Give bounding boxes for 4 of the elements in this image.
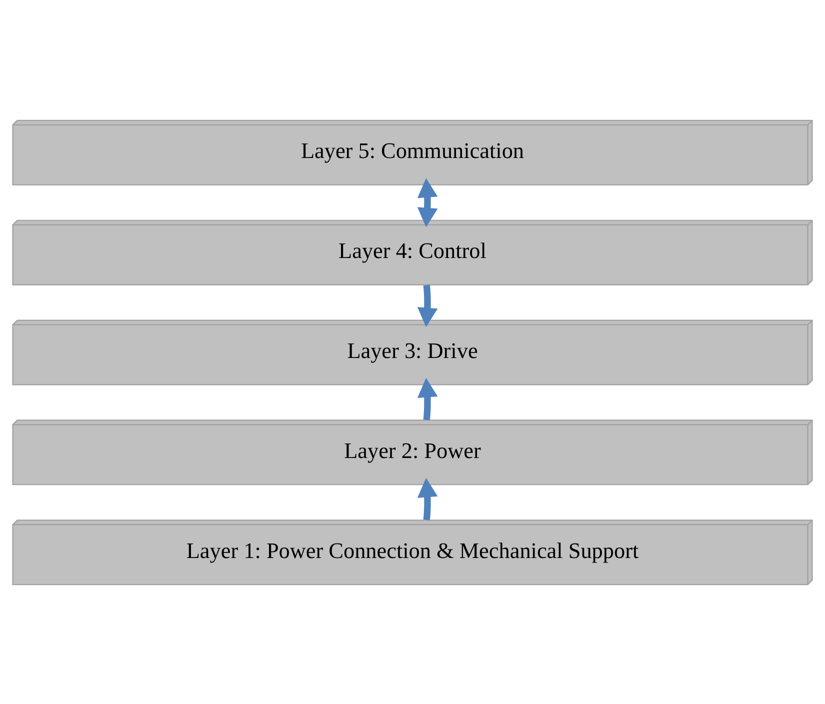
- arrow: [417, 178, 438, 227]
- arrow: [417, 377, 438, 420]
- arrow: [417, 284, 438, 327]
- arrow: [417, 477, 438, 520]
